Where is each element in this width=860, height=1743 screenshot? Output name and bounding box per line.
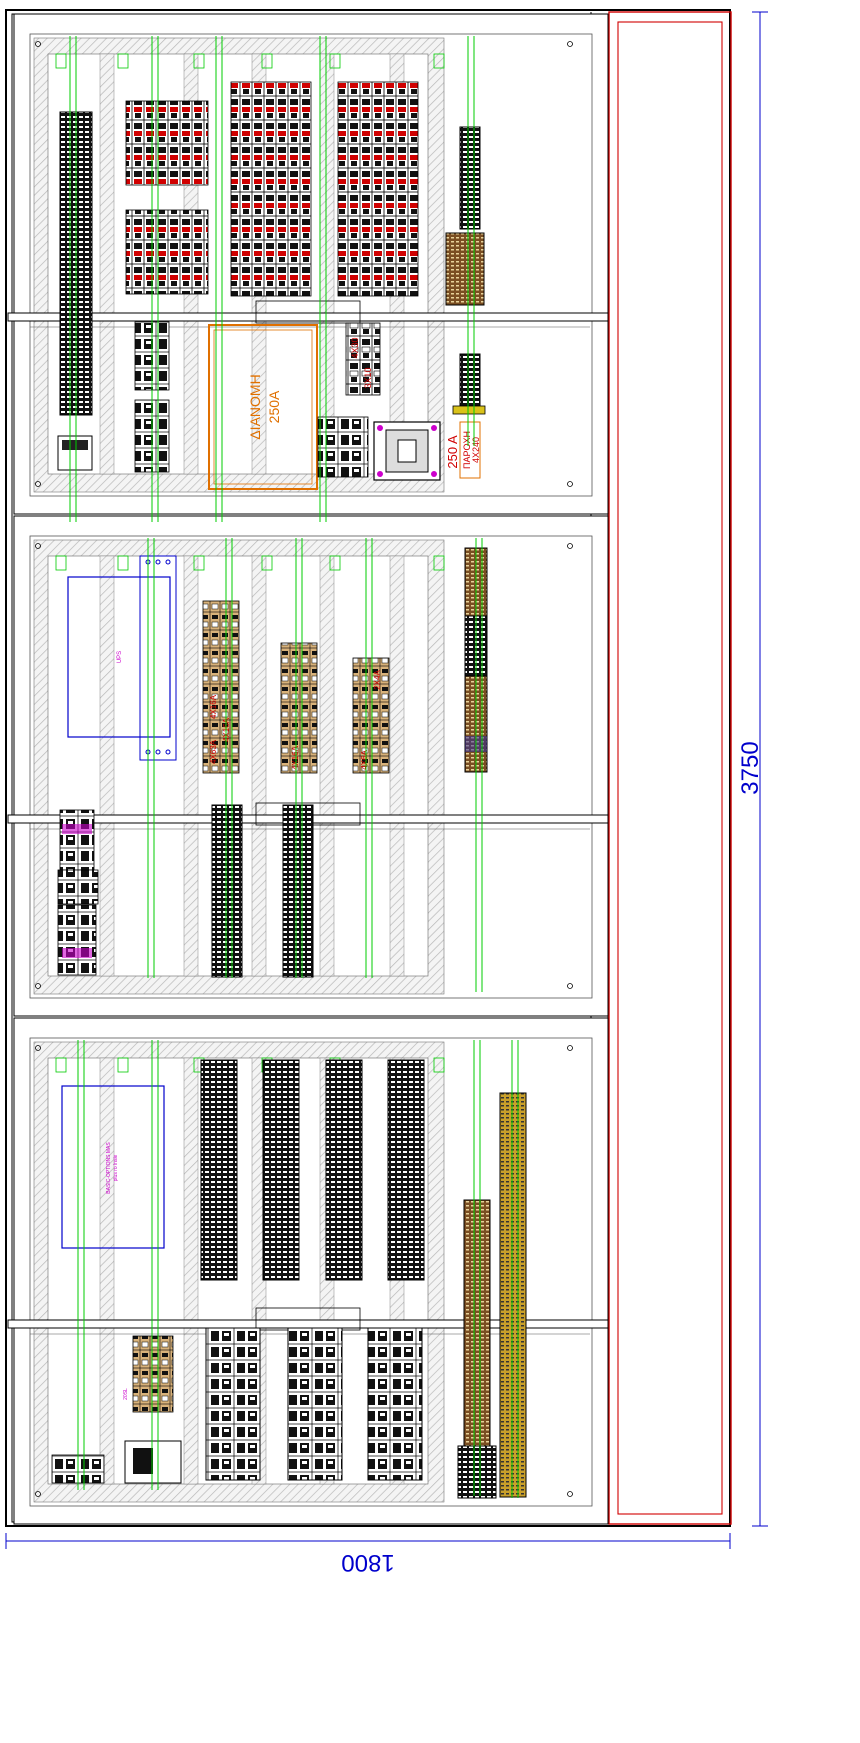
dimension-height: 3750 [737,741,764,794]
terminal-strip-bot-2 [262,1059,300,1281]
control-module-label: 20SL [123,1388,129,1400]
terminal-strip-mid-4 [211,804,243,978]
bus-label-line2: plus ro lnsle [113,1154,119,1181]
incoming-supply-box [459,421,481,479]
incoming-title: ΠΑΡΟΧΗ [462,431,472,469]
bus-module-box [61,1085,165,1249]
terminal-strip-top-right-3 [459,353,481,407]
breaker-group-b [125,209,209,295]
breaker-label-col3-bot: 4Χ6A [360,750,369,770]
bottom-cabinet: BASIC-OPTIONS MAS plus ro lnsle 20SL [51,1059,527,1499]
relay-mid-3 [57,904,97,976]
terminal-strip-top-right-1 [459,126,481,230]
breaker-grid-1 [230,81,312,297]
small-breakers-top [345,322,381,396]
breaker-label-top-small2: 3Χ10 [363,367,373,388]
breaker-label-col3-mid: 2Χ4Α [373,670,382,690]
io-module-2 [287,1327,343,1481]
terminal-strip-bot-5 [463,1199,491,1447]
breaker-label-top-small1: 4Χ30 [350,337,360,358]
din-rails [69,36,519,1498]
main-switch-rating: 250A [266,390,282,423]
terminal-strip-mid-5 [282,804,314,978]
terminal-strip-bot-6 [499,1092,527,1498]
relay-mid-2 [57,869,99,905]
terminal-strip-bot-3 [325,1059,363,1281]
io-module-3 [367,1327,423,1481]
terminal-strip-bot-1 [200,1059,238,1281]
terminal-strip-top-right-2 [445,232,485,306]
breaker-label-col1-top: 4Χ16Α [209,694,218,719]
io-module-1 [205,1327,261,1481]
control-module-bot [132,1335,174,1413]
breaker-column-1 [202,600,240,774]
breaker-group-a [125,100,209,186]
terminal-strip-bot-4 [387,1059,425,1281]
breaker-grid-2 [337,81,419,297]
breaker-column-3 [352,657,390,774]
main-switch-label: ΔΙΑΝΟΜΗ [247,374,263,439]
dimension-width: 1800 [341,1549,394,1576]
bus-label-line1: BASIC-OPTIONS MAS [106,1142,112,1194]
ups-unit [67,576,171,738]
breaker-column-2 [280,642,318,774]
relay-mid-1 [59,809,95,871]
incoming-cable: 4Χ240 [471,437,481,463]
ups-label: UPS [117,651,123,663]
dimension-annotations: 3750 1800 [5,11,768,1576]
breaker-label-col1-bot: 4Χ63Α [209,739,218,764]
incoming-rating: 250 A [445,435,460,469]
main-switch-box [208,324,318,490]
